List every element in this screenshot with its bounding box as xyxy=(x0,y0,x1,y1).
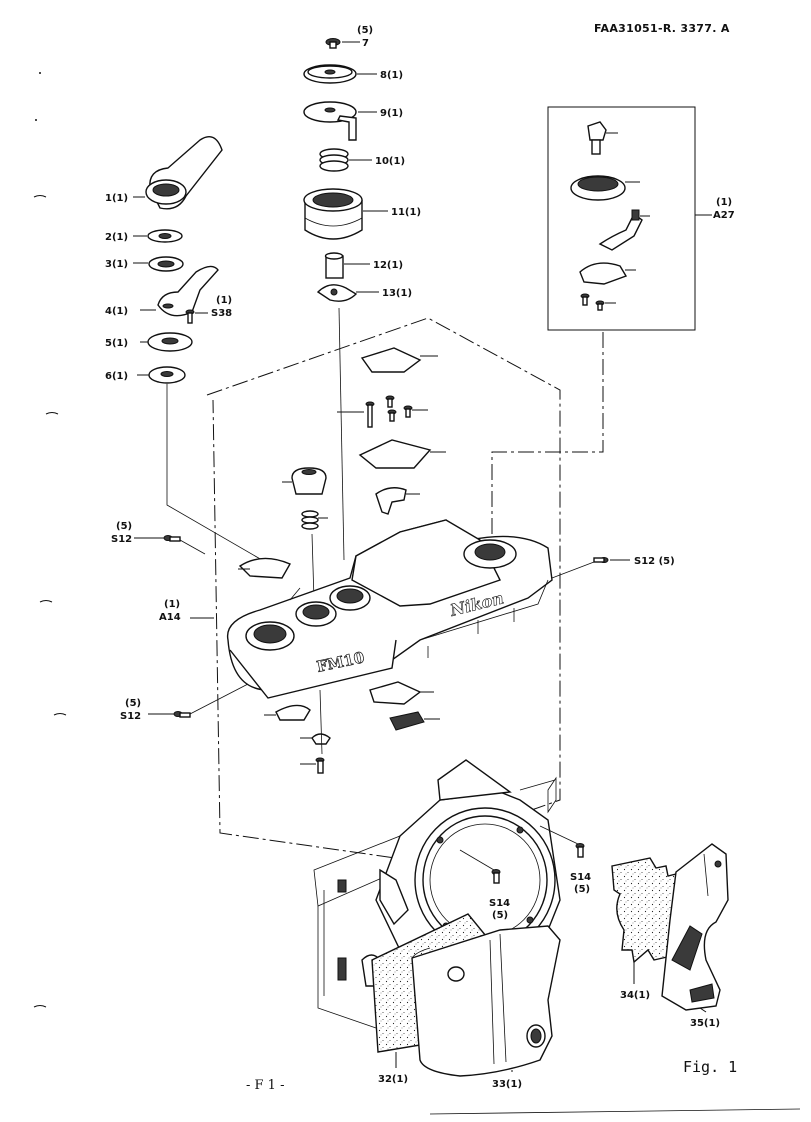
part-34-leatherette xyxy=(611,857,681,964)
callout-s14-left-qty: (5) xyxy=(492,910,508,921)
screw-s14-left xyxy=(459,849,501,884)
figure-label: Fig. 1 xyxy=(683,1058,737,1076)
camera-body xyxy=(313,759,561,1029)
callout-7-qty: (5) xyxy=(357,25,373,36)
callout-10: 10(1) xyxy=(375,156,405,167)
a27-parts xyxy=(570,121,650,311)
callout-8: 8(1) xyxy=(380,70,403,81)
screw-s12-upper xyxy=(134,535,206,555)
callout-s12-upper: S12 xyxy=(111,534,132,545)
callout-s12-right: S12 (5) xyxy=(634,556,675,567)
part-9-plate xyxy=(303,101,377,141)
page-number: - F 1 - xyxy=(246,1078,284,1093)
callout-12: 12(1) xyxy=(373,260,403,271)
part-11-knob xyxy=(303,188,388,240)
callout-33: 33(1) xyxy=(492,1079,522,1090)
callout-s12-lower: S12 xyxy=(120,711,141,722)
boundary-small-parts xyxy=(282,347,446,601)
part-4-plate xyxy=(140,265,219,317)
callout-s12-upper-qty: (5) xyxy=(116,521,132,532)
callout-9: 9(1) xyxy=(380,108,403,119)
part-35-grip xyxy=(661,843,729,1011)
callout-s38: S38 xyxy=(211,308,232,319)
callout-a14: A14 xyxy=(159,612,181,623)
callout-13: 13(1) xyxy=(382,288,412,299)
screw-s14-right xyxy=(539,825,585,858)
part-12-bushing xyxy=(324,252,370,279)
callout-5: 5(1) xyxy=(105,338,128,349)
callout-a14-qty: (1) xyxy=(164,599,180,610)
screw-s12-right xyxy=(551,557,630,579)
callout-a27: A27 xyxy=(713,210,735,221)
document-code: FAA31051-R. 3377. A xyxy=(594,22,730,35)
callout-4: 4(1) xyxy=(105,306,128,317)
part-6-washer xyxy=(137,366,186,384)
callout-s14-left: S14 xyxy=(489,898,510,909)
callout-s12-lower-qty: (5) xyxy=(125,698,141,709)
callout-3: 3(1) xyxy=(105,259,128,270)
part-1-advance-lever xyxy=(133,136,223,210)
part-3-ring xyxy=(133,256,184,272)
margin-marks xyxy=(33,72,67,1008)
part-10-spring xyxy=(319,148,372,172)
cover-lower-parts xyxy=(264,681,440,774)
callout-a27-qty: (1) xyxy=(716,197,732,208)
part-5-plate xyxy=(140,332,193,352)
callout-1: 1(1) xyxy=(105,193,128,204)
callout-2: 2(1) xyxy=(105,232,128,243)
callout-35: 35(1) xyxy=(690,1018,720,1029)
callout-32: 32(1) xyxy=(378,1074,408,1085)
screw-s38 xyxy=(185,309,208,324)
bottom-rule xyxy=(429,1108,801,1115)
callout-s14-right-qty: (5) xyxy=(574,884,590,895)
callout-7: 7 xyxy=(362,38,369,49)
part-8-dial xyxy=(303,64,377,84)
callout-11: 11(1) xyxy=(391,207,421,218)
top-cover-a14 xyxy=(226,519,553,699)
assembly-boundary xyxy=(206,317,561,859)
callout-34: 34(1) xyxy=(620,990,650,1001)
part-2-washer xyxy=(133,229,183,243)
callout-s38-qty: (1) xyxy=(216,295,232,306)
part-13-lever xyxy=(316,284,379,302)
a27-subassembly-box xyxy=(547,106,696,331)
callout-s14-right: S14 xyxy=(570,872,591,883)
callout-6: 6(1) xyxy=(105,371,128,382)
part-7-screw xyxy=(325,38,360,49)
screw-s12-lower xyxy=(148,683,249,718)
part-33-grip-cover xyxy=(411,925,561,1077)
